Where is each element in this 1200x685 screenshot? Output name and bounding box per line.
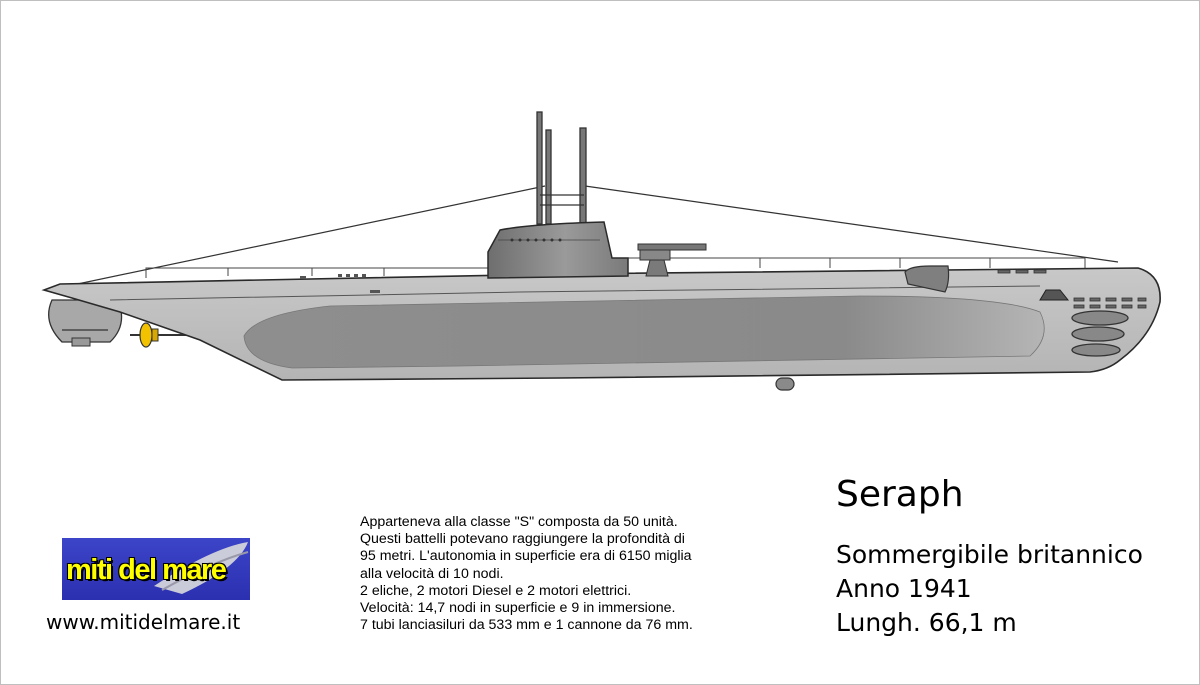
keel-weight bbox=[775, 377, 795, 391]
logo-text: miti del mare bbox=[66, 554, 227, 586]
ship-year: Anno 1941 bbox=[836, 574, 972, 603]
description-text: Apparteneva alla classe "S" composta da … bbox=[360, 514, 780, 634]
conning-tower bbox=[487, 221, 629, 279]
description-line: Velocità: 14,7 nodi in superficie e 9 in… bbox=[360, 600, 676, 617]
periscope-masts bbox=[536, 111, 587, 225]
ship-type: Sommergibile britannico bbox=[836, 540, 1143, 569]
website-url: www.mitidelmare.it bbox=[46, 610, 241, 634]
saddle-tank bbox=[243, 295, 1045, 369]
description-line: alla velocità di 10 nodi. bbox=[360, 565, 504, 582]
deck-railing bbox=[145, 257, 1086, 278]
miti-del-mare-logo: miti del mare bbox=[62, 538, 250, 600]
deck-gun bbox=[637, 243, 707, 277]
description-line: 7 tubi lanciasiluri da 533 mm e 1 cannon… bbox=[360, 617, 693, 634]
ship-name: Seraph bbox=[836, 474, 964, 515]
ship-length: Lungh. 66,1 m bbox=[836, 608, 1017, 637]
description-line: Apparteneva alla classe "S" composta da … bbox=[360, 514, 678, 530]
deck-fittings bbox=[300, 274, 380, 293]
bow-vents bbox=[997, 269, 1147, 309]
description-line: 95 metri. L'autonomia in superficie era … bbox=[360, 548, 692, 565]
logo-wave-icon bbox=[154, 542, 249, 594]
hull-seam bbox=[109, 285, 1041, 301]
bow-fairing bbox=[904, 265, 950, 293]
description-line: 2 eliche, 2 motori Diesel e 2 motori ele… bbox=[360, 582, 632, 599]
jumping-wire bbox=[67, 185, 1119, 287]
torpedo-tubes bbox=[1071, 310, 1129, 357]
submarine-illustration bbox=[41, 111, 1161, 391]
bow-hatch bbox=[1039, 289, 1070, 301]
description-line: Questi battelli potevano raggiungere la … bbox=[360, 531, 685, 548]
